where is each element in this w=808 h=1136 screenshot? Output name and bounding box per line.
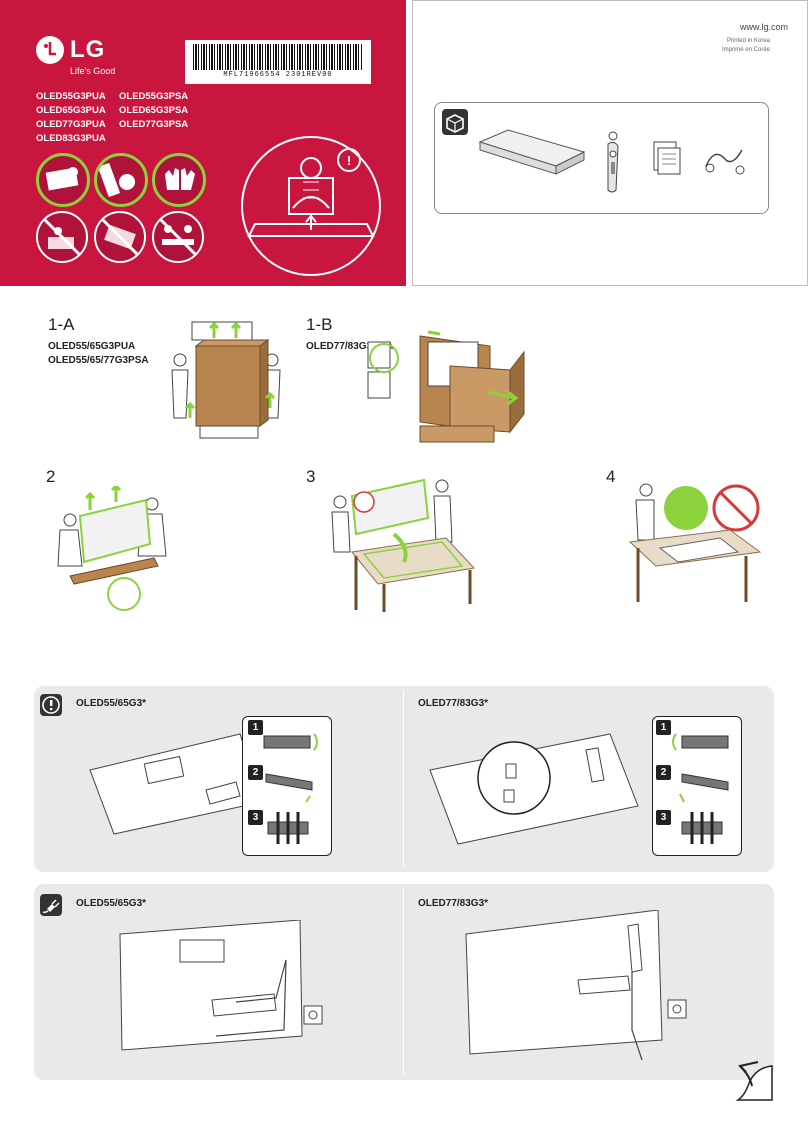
step-1b-models: OLED77/83G3PUA — [306, 340, 393, 354]
model-name: OLED55G3PSA — [119, 91, 189, 102]
step-badge: 2 — [656, 765, 671, 780]
power-plug-icon — [40, 894, 62, 916]
stand-box-illustration — [478, 129, 586, 175]
model-name: OLED77G3PSA — [119, 119, 189, 130]
remote-control-icon — [607, 131, 619, 193]
step-badge: 3 — [656, 810, 671, 825]
barcode-bars — [193, 44, 363, 70]
model-list-pua: OLED55G3PUA OLED65G3PUA OLED77G3PUA OLED… — [36, 90, 106, 146]
page-turn-icon[interactable] — [734, 1056, 776, 1104]
power-left-label: OLED55/65G3* — [76, 898, 147, 909]
gloves-icon — [152, 153, 206, 207]
step-1a-illustration — [171, 321, 281, 439]
model-name: OLED65G3PSA — [119, 105, 189, 116]
tv-back-77-83-illustration — [429, 733, 639, 845]
slogan: Life's Good — [70, 66, 116, 76]
panel-divider — [403, 888, 404, 1076]
power-right-label: OLED77/83G3* — [418, 898, 489, 909]
model-name: OLED77G3PUA — [36, 119, 106, 130]
printed-fr: Imprimé en Corée — [721, 47, 770, 53]
printed-in: Printed in Korea Imprimé en Corée — [700, 37, 770, 55]
lg-logo: LG — [36, 36, 105, 64]
cable-icon — [705, 149, 745, 175]
cable-holder-steps-left — [263, 733, 318, 844]
step-badge: 1 — [248, 720, 263, 735]
model-name: OLED77/83G3PUA — [306, 341, 394, 352]
step-2-number: 2 — [46, 467, 56, 486]
model-name: OLED65G3PUA — [36, 105, 106, 116]
manual-icon — [653, 141, 681, 175]
hold-panel-icon — [94, 153, 148, 207]
carry-with-gloves-icon — [36, 153, 90, 207]
step-4-number: 4 — [606, 467, 616, 486]
model-name: OLED83G3PUA — [36, 133, 106, 144]
step-badge: 2 — [248, 765, 263, 780]
panel-divider — [403, 690, 404, 868]
no-single-person-lift-icon — [36, 211, 88, 263]
caution-icon — [40, 694, 62, 716]
caution-right-label: OLED77/83G3* — [418, 698, 489, 709]
lg-logo-icon — [36, 36, 64, 64]
open-box-icon — [442, 109, 468, 135]
tv-back-55-65-illustration — [89, 733, 263, 835]
model-list-psa: OLED55G3PSA OLED65G3PSA OLED77G3PSA — [119, 90, 188, 132]
step-3-illustration — [331, 478, 476, 612]
step-3-number: 3 — [306, 467, 316, 486]
barcode: MFL71966554 2301REV00 — [185, 40, 371, 84]
accessories-box — [434, 102, 769, 214]
no-flat-carry-icon — [152, 211, 204, 263]
step-1a-models: OLED55/65G3PUA OLED55/65/77G3PSA — [48, 340, 149, 368]
step-badge: 3 — [248, 810, 263, 825]
step-badge: 1 — [656, 720, 671, 735]
step-2-illustration — [57, 486, 167, 611]
caution-illustration: ! — [241, 136, 381, 276]
step-4-illustration — [628, 483, 762, 602]
step-1b-illustration — [367, 330, 525, 443]
model-name: OLED55/65G3PUA — [48, 341, 136, 352]
website: www.lg.com — [740, 22, 789, 32]
brand-name: LG — [70, 36, 106, 63]
barcode-number: MFL71966554 2301REV00 — [223, 71, 333, 79]
step-1a-number: 1-A — [48, 315, 75, 334]
tv-rear-routing-77-83 — [465, 910, 687, 1061]
model-name: OLED55/65/77G3PSA — [48, 355, 149, 366]
model-name: OLED55G3PUA — [36, 91, 106, 102]
caution-left-label: OLED55/65G3* — [76, 698, 147, 709]
tv-rear-routing-55-65 — [119, 920, 323, 1051]
svg-text:!: ! — [347, 153, 351, 168]
printed-en: Printed in Korea — [726, 38, 770, 44]
no-press-screen-icon — [94, 211, 146, 263]
step-1b-number: 1-B — [306, 315, 333, 334]
cable-holder-steps-right — [672, 733, 729, 844]
